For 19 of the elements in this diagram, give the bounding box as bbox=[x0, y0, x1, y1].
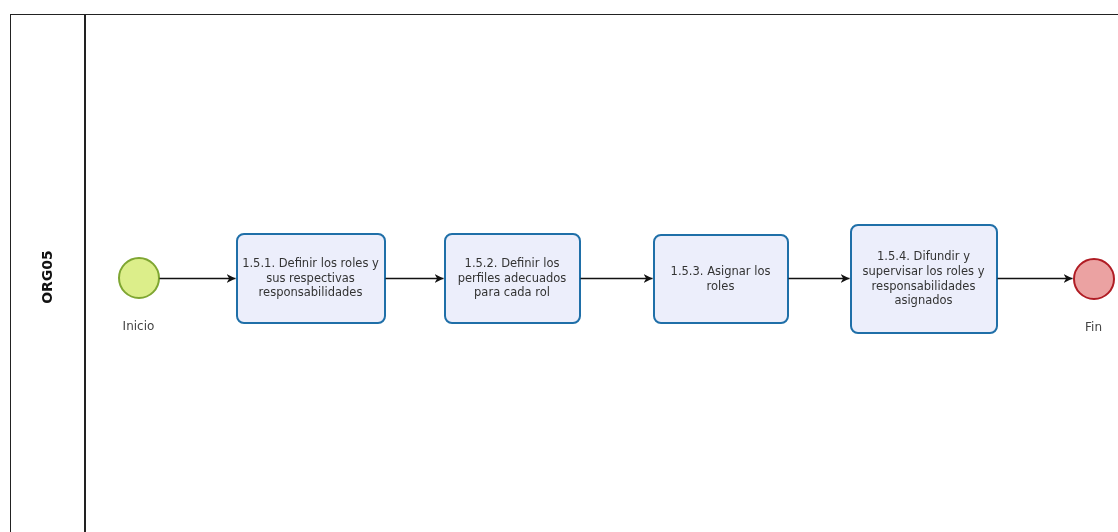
event-label: Inicio bbox=[121, 318, 156, 333]
task-label: 1.5.1. Definir los roles y sus respectivas responsabilidades bbox=[241, 255, 380, 301]
sequence-arrow bbox=[996, 274, 1074, 283]
sequence-arrow bbox=[787, 274, 851, 283]
pool-label: ORG05 bbox=[39, 250, 55, 304]
task-box bbox=[849, 223, 998, 334]
start-event-circle bbox=[117, 256, 160, 299]
task-box bbox=[443, 232, 581, 324]
event-label: Fin bbox=[1084, 319, 1103, 334]
task-label: 1.5.4. Difundir y supervisar los roles y responsabilidades asignados bbox=[861, 248, 986, 309]
task-label: 1.5.2. Definir los perfiles adecuados para cada rol bbox=[456, 255, 568, 301]
sequence-arrow bbox=[158, 274, 237, 283]
sequence-arrow bbox=[384, 274, 445, 283]
task-box bbox=[235, 232, 386, 324]
task-box bbox=[652, 233, 789, 324]
end-event-circle bbox=[1072, 257, 1115, 300]
sequence-arrow bbox=[579, 274, 654, 283]
pool bbox=[10, 14, 1118, 532]
task-label: 1.5.3. Asignar los roles bbox=[669, 263, 772, 294]
